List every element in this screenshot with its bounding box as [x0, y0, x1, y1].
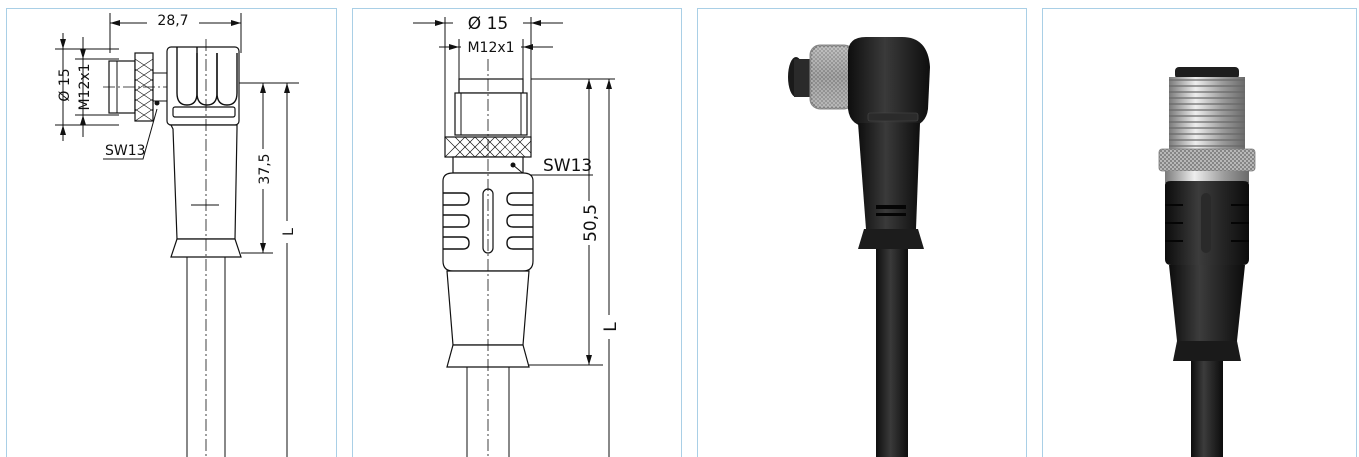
angled-connector-drawing: 28,7 Ø 15 M12x1 [55, 12, 299, 457]
angled-connector-photo-panel [697, 8, 1027, 457]
dim-wrench-label: SW13 [543, 156, 592, 176]
dim-length-label: L [281, 228, 297, 236]
dim-diameter-label: Ø 15 [57, 68, 73, 101]
dim-diameter-label: Ø 15 [468, 14, 508, 34]
dim-thread-label: M12x1 [77, 63, 93, 110]
dim-width-label: 28,7 [157, 13, 188, 29]
angled-connector-photo [788, 37, 930, 457]
angled-connector-drawing-panel: 28,7 Ø 15 M12x1 [6, 8, 337, 457]
dim-wrench-label: SW13 [105, 143, 146, 159]
dim-height-label: 37,5 [257, 153, 273, 184]
straight-connector-drawing: Ø 15 M12x1 [413, 11, 621, 457]
dim-thread-label: M12x1 [467, 40, 514, 56]
dim-length-label: L [601, 322, 621, 332]
straight-connector-drawing-panel: Ø 15 M12x1 [352, 8, 682, 457]
straight-connector-photo [1158, 67, 1256, 457]
straight-connector-photo-panel [1042, 8, 1357, 457]
dim-height-label: 50,5 [581, 204, 601, 242]
